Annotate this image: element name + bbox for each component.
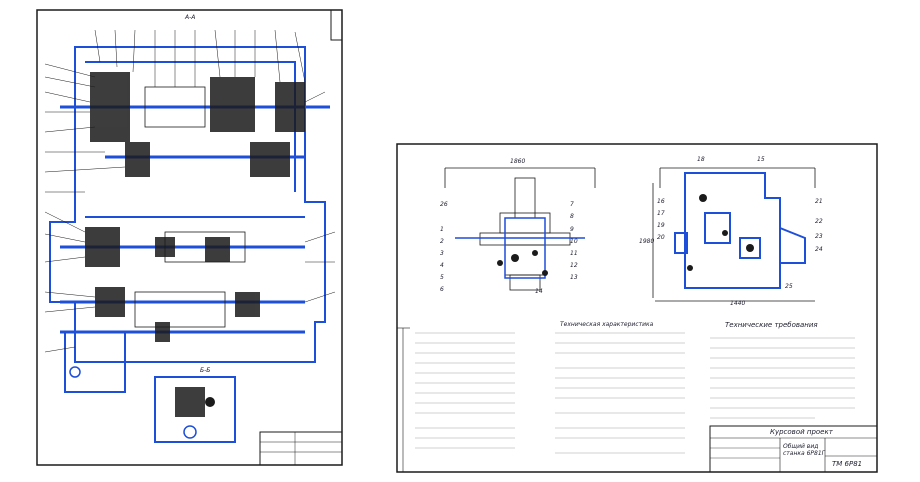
side-view-callout: 16: [657, 198, 665, 205]
front-dim-width: 1860: [510, 158, 526, 165]
left-drawing-art: [36, 9, 343, 466]
front-view-callout: 1: [440, 226, 444, 233]
right-drawing-art: [396, 143, 878, 473]
right-drawing-sheet: 1860 1440 1980 Техническая характеристик…: [385, 138, 883, 478]
side-view-callout: 22: [815, 218, 823, 225]
front-view-callout: 6: [440, 286, 444, 293]
front-view-callout: 12: [570, 262, 578, 269]
left-drawing-sheet: A-A Б-Б: [5, 2, 348, 472]
title-block-drawing-name: Общий вид станка 6Р81Г: [783, 443, 826, 457]
side-dim-width: 1440: [730, 300, 746, 307]
side-view-callout: 19: [657, 222, 665, 229]
front-view-callout: 26: [440, 201, 448, 208]
front-view-callout: 11: [570, 250, 578, 257]
front-view-callout: 9: [570, 226, 574, 233]
front-view-callout: 8: [570, 213, 574, 220]
side-view-callout: 25: [785, 283, 793, 290]
front-view-callout: 13: [570, 274, 578, 281]
side-dim-height: 1980: [639, 238, 655, 245]
section-label-bottom: Б-Б: [200, 367, 211, 374]
title-block-project: Курсовой проект: [770, 428, 833, 436]
front-view-callout: 14: [535, 288, 543, 295]
front-view-callout: 4: [440, 262, 444, 269]
side-view-callout: 18: [697, 156, 705, 163]
front-view-callout: 3: [440, 250, 444, 257]
front-view-callout: 10: [570, 238, 578, 245]
side-view-callout: 24: [815, 246, 823, 253]
front-view-callout: 2: [440, 238, 444, 245]
side-view-callout: 21: [815, 198, 823, 205]
section-label-top: A-A: [185, 14, 196, 21]
front-view-callout: 5: [440, 274, 444, 281]
specs-heading: Техническая характеристика: [560, 321, 654, 328]
side-view-callout: 20: [657, 234, 665, 241]
requirements-heading: Технические требования: [725, 321, 818, 329]
title-block-sheet-code: ТМ 6Р81: [832, 460, 863, 468]
side-view-callout: 15: [757, 156, 765, 163]
side-view-callout: 17: [657, 210, 665, 217]
front-view-callout: 7: [570, 201, 574, 208]
side-view-callout: 23: [815, 233, 823, 240]
